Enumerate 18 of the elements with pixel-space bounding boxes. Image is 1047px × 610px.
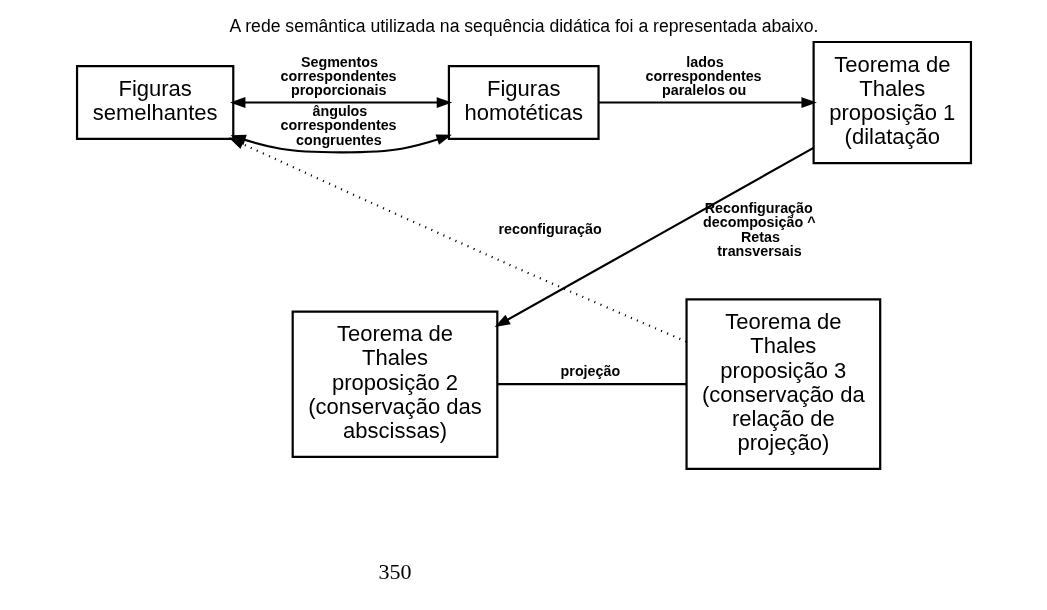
arrow bbox=[228, 137, 687, 343]
node-box: Teorema de Thales proposição 3 (conservação da relação de projeção) bbox=[684, 297, 881, 470]
diagram-title: A rede semântica utilizada na sequência didática foi a representada abaixo. bbox=[229, 15, 818, 36]
edge-label: reconfiguração bbox=[497, 220, 602, 237]
node-box: Teorema de Thales proposição 2 (conservação das abscissas) bbox=[291, 309, 498, 458]
node-box: Figuras semelhantes bbox=[75, 64, 234, 140]
arrow bbox=[229, 96, 452, 108]
connector bbox=[497, 382, 686, 385]
edge-label: Segmentos correspondentes proporcionais bbox=[280, 53, 397, 98]
edge-label: ângulos correspondentes congruentes bbox=[280, 102, 397, 148]
arrow bbox=[598, 96, 817, 108]
node-box: Teorema de Thales proposição 1 (dilatação bbox=[812, 40, 972, 164]
arrow bbox=[494, 146, 814, 327]
edge-label: projeção bbox=[560, 362, 620, 379]
label: 350 bbox=[378, 558, 411, 584]
node-box: Figuras homotéticas bbox=[447, 64, 600, 140]
edge-label: Reconfiguração decomposição ^ Retas transversais bbox=[702, 199, 815, 259]
edge-label: lados correspondentes paralelos ou bbox=[645, 53, 762, 98]
